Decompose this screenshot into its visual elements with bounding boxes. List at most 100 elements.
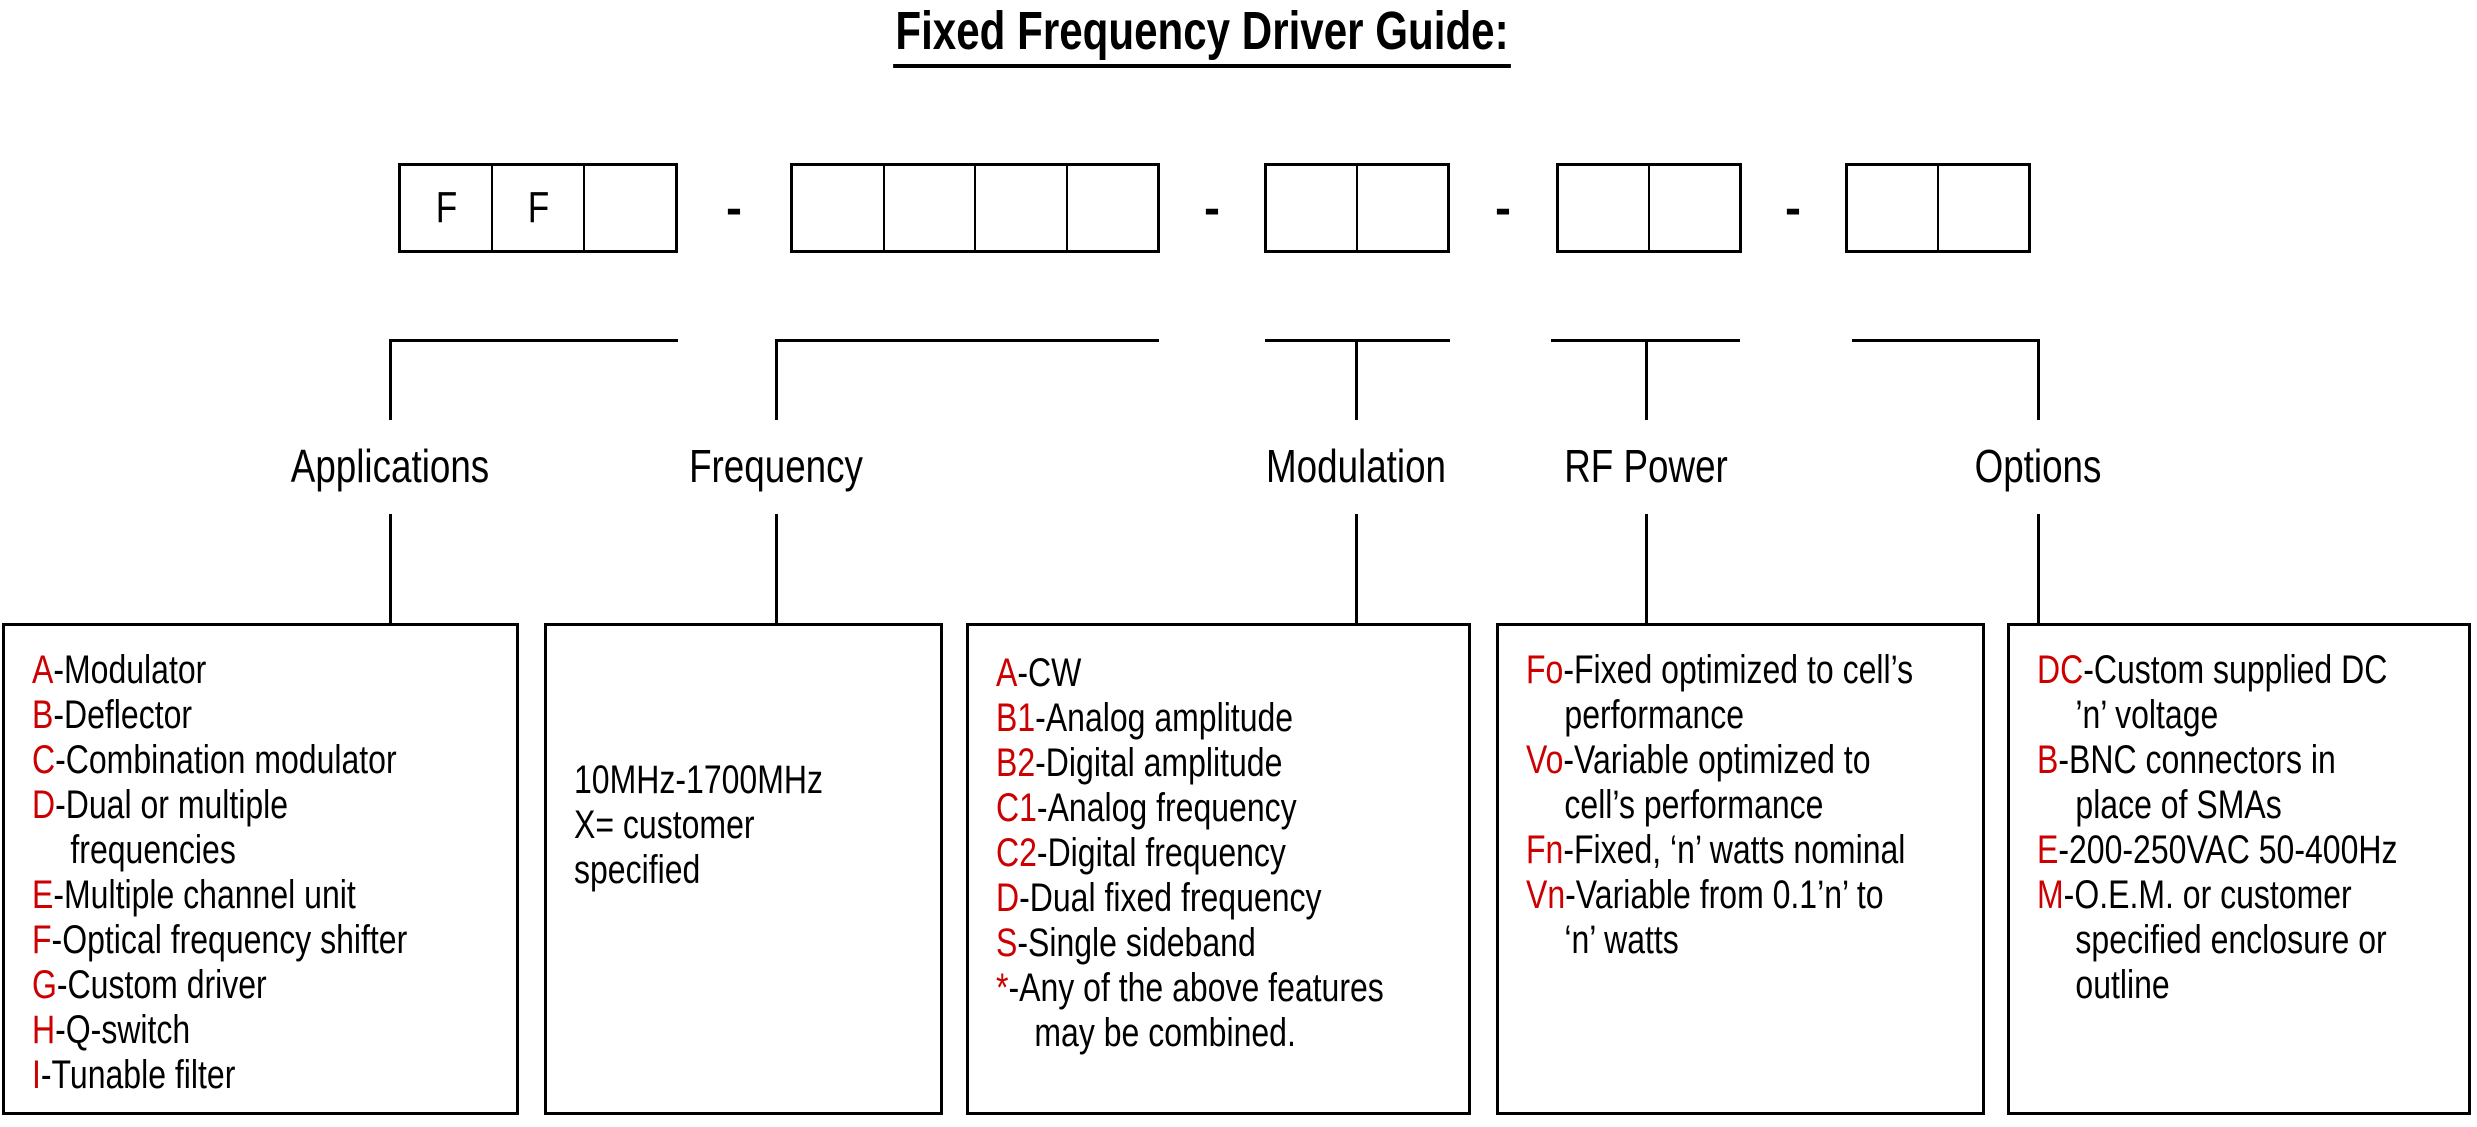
connector-vertical-lower-modulation (1355, 514, 1358, 626)
detail-line: B2-Digital amplitude (996, 741, 1283, 785)
detail-line: Vn-Variable from 0.1’n’ to (1526, 873, 1884, 917)
part-code-group-modulation (1264, 163, 1450, 253)
detail-line: I-Tunable filter (32, 1053, 236, 1097)
detail-line: specified enclosure or (2075, 918, 2387, 962)
branch-label-options: Options (1974, 440, 2102, 492)
connector-horizontal-frequency (776, 339, 1159, 342)
detail-line: 10MHz-1700MHz (574, 758, 823, 802)
part-code-separator: - (1785, 181, 1801, 235)
detail-line: F-Optical frequency shifter (32, 918, 408, 962)
detail-code: E (2037, 828, 2059, 872)
detail-line: performance (1564, 693, 1745, 737)
detail-code: A (32, 648, 54, 692)
detail-code: B1 (996, 696, 1036, 740)
part-code-cell (793, 166, 883, 250)
part-code-cell (974, 166, 1066, 250)
detail-line: X= customer (574, 803, 755, 847)
detail-line: A-CW (996, 651, 1082, 695)
connector-vertical-lower-rf-power (1645, 514, 1648, 626)
detail-box-applications (2, 623, 519, 1115)
detail-line: B-BNC connectors in (2037, 738, 2336, 782)
part-code-cell (1559, 166, 1648, 250)
detail-code: Fo (1526, 648, 1564, 692)
branch-label-modulation: Modulation (1265, 440, 1447, 492)
detail-box-modulation (966, 623, 1471, 1115)
detail-code: M (2037, 873, 2064, 917)
part-code-cell: F (491, 166, 583, 250)
detail-line: M-O.E.M. or customer (2037, 873, 2352, 917)
part-code-cell (1356, 166, 1447, 250)
part-code-group-frequency (790, 163, 1160, 253)
part-code-cell (1848, 166, 1937, 250)
detail-code: I (32, 1053, 41, 1097)
connector-vertical-upper-frequency (775, 339, 778, 420)
detail-line: S-Single sideband (996, 921, 1256, 965)
detail-line: H-Q-switch (32, 1008, 191, 1052)
part-code-separator: - (726, 181, 742, 235)
connector-vertical-upper-modulation (1355, 339, 1358, 420)
detail-line: E-Multiple channel unit (32, 873, 356, 917)
detail-line: C1-Analog frequency (996, 786, 1297, 830)
branch-label-rf-power: RF Power (1564, 440, 1728, 492)
detail-line: D-Dual fixed frequency (996, 876, 1322, 920)
detail-line: DC-Custom supplied DC (2037, 648, 2388, 692)
detail-code: E (32, 873, 54, 917)
detail-code: C1 (996, 786, 1037, 830)
detail-line: ‘n’ watts (1564, 918, 1679, 962)
detail-line: Fn-Fixed, ‘n’ watts nominal (1526, 828, 1906, 872)
connector-vertical-upper-rf-power (1645, 339, 1648, 420)
detail-line: place of SMAs (2075, 783, 2282, 827)
part-code-cell-value: F (527, 183, 549, 232)
detail-code: DC (2037, 648, 2084, 692)
part-code-separator: - (1204, 181, 1220, 235)
detail-code: S (996, 921, 1018, 965)
detail-code: H (32, 1008, 56, 1052)
connector-vertical-upper-applications (389, 339, 392, 420)
part-code-cell: F (401, 166, 491, 250)
detail-line: C-Combination modulator (32, 738, 397, 782)
detail-line: outline (2075, 963, 2170, 1007)
detail-code: C2 (996, 831, 1037, 875)
detail-line: frequencies (70, 828, 236, 872)
detail-line: C2-Digital frequency (996, 831, 1286, 875)
connector-horizontal-options (1852, 339, 2040, 342)
branch-label-applications: Applications (290, 440, 490, 492)
part-code-cell (1937, 166, 2028, 250)
part-code-cell (1648, 166, 1739, 250)
detail-line: E-200-250VAC 50-400Hz (2037, 828, 2398, 872)
page-title: Fixed Frequency Driver Guide: (812, 2, 1592, 69)
detail-code: C (32, 738, 56, 782)
detail-line: ’n’ voltage (2075, 693, 2219, 737)
detail-box-rf-power (1496, 623, 1985, 1115)
detail-line: B-Deflector (32, 693, 193, 737)
detail-box-frequency (544, 623, 943, 1115)
part-code-cell (583, 166, 675, 250)
detail-line: A-Modulator (32, 648, 207, 692)
detail-code: D (996, 876, 1020, 920)
part-code-cell (1267, 166, 1356, 250)
detail-line: Fo-Fixed optimized to cell’s (1526, 648, 1914, 692)
detail-code: A (996, 651, 1018, 695)
connector-vertical-lower-applications (389, 514, 392, 626)
detail-code: Fn (1526, 828, 1564, 872)
detail-line: *-Any of the above features (996, 966, 1384, 1010)
connector-vertical-lower-options (2037, 514, 2040, 626)
detail-line: D-Dual or multiple (32, 783, 289, 827)
part-code-cell (1065, 166, 1158, 250)
connector-vertical-upper-options (2037, 339, 2040, 420)
detail-line: cell’s performance (1564, 783, 1824, 827)
part-code-separator: - (1495, 181, 1511, 235)
detail-line: may be combined. (1034, 1011, 1296, 1055)
part-code-group-options (1845, 163, 2031, 253)
detail-code: Vo (1526, 738, 1564, 782)
detail-line: Vo-Variable optimized to (1526, 738, 1871, 782)
detail-line: B1-Analog amplitude (996, 696, 1294, 740)
connector-horizontal-applications (390, 339, 678, 342)
